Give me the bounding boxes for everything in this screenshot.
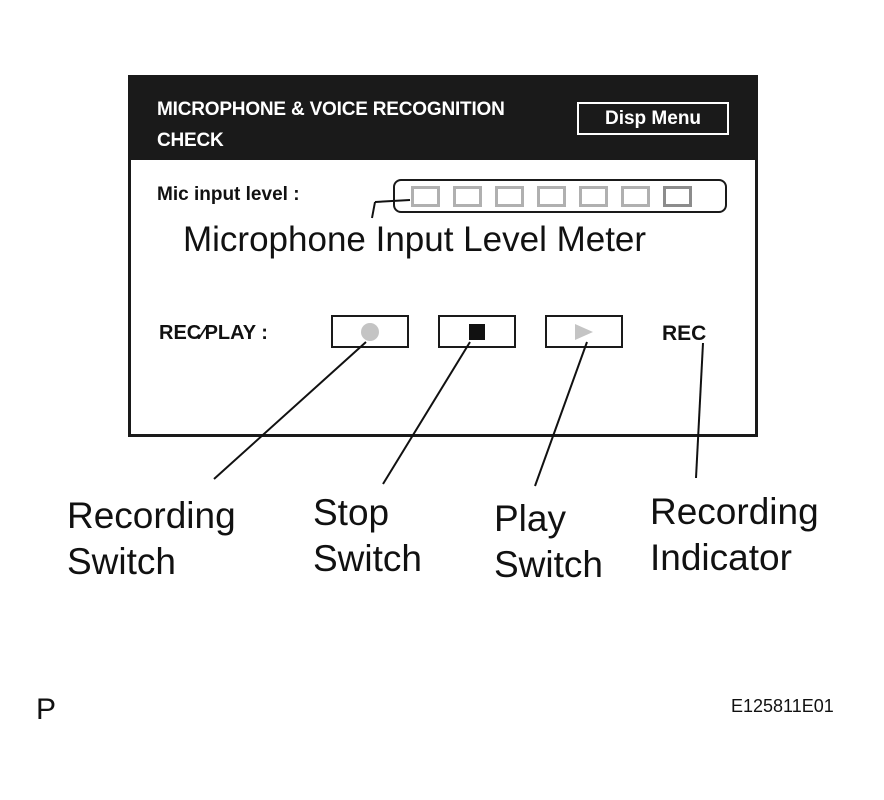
meter-segment xyxy=(411,185,440,207)
corner-letter: P xyxy=(36,693,57,726)
callout-stop-switch: Stop Switch xyxy=(313,492,422,579)
mic-input-level-meter xyxy=(393,179,727,213)
meter-segment xyxy=(579,185,608,207)
diagnostic-screen: MICROPHONE & VOICE RECOGNITION CHECK Dis… xyxy=(128,75,758,437)
rec-play-label: REC∕PLAY : xyxy=(159,322,268,344)
meter-segment xyxy=(663,185,692,207)
record-dot-icon xyxy=(361,322,379,341)
play-switch-button[interactable] xyxy=(545,315,623,348)
stop-switch-button[interactable] xyxy=(438,315,516,348)
recording-switch-button[interactable] xyxy=(331,315,409,348)
screen-title: MICROPHONE & VOICE RECOGNITION CHECK xyxy=(157,99,505,151)
recording-indicator: REC xyxy=(662,322,707,345)
callout-recording-indicator: Recording Indicator xyxy=(650,491,819,578)
mic-input-label: Mic input level : xyxy=(157,184,300,205)
meter-segment xyxy=(495,185,524,207)
screen-header: MICROPHONE & VOICE RECOGNITION CHECK Dis… xyxy=(131,78,755,160)
callout-play-switch: Play Switch xyxy=(494,498,603,585)
meter-segment xyxy=(453,185,482,207)
meter-segment xyxy=(537,185,566,207)
stop-square-icon xyxy=(469,323,485,340)
play-triangle-icon xyxy=(575,323,593,340)
disp-menu-button[interactable]: Disp Menu xyxy=(577,102,729,135)
meter-caption: Microphone Input Level Meter xyxy=(183,220,647,259)
callout-recording-switch: Recording Switch xyxy=(67,495,236,582)
figure-id: E125811E01 xyxy=(731,696,834,716)
meter-segment xyxy=(621,185,650,207)
